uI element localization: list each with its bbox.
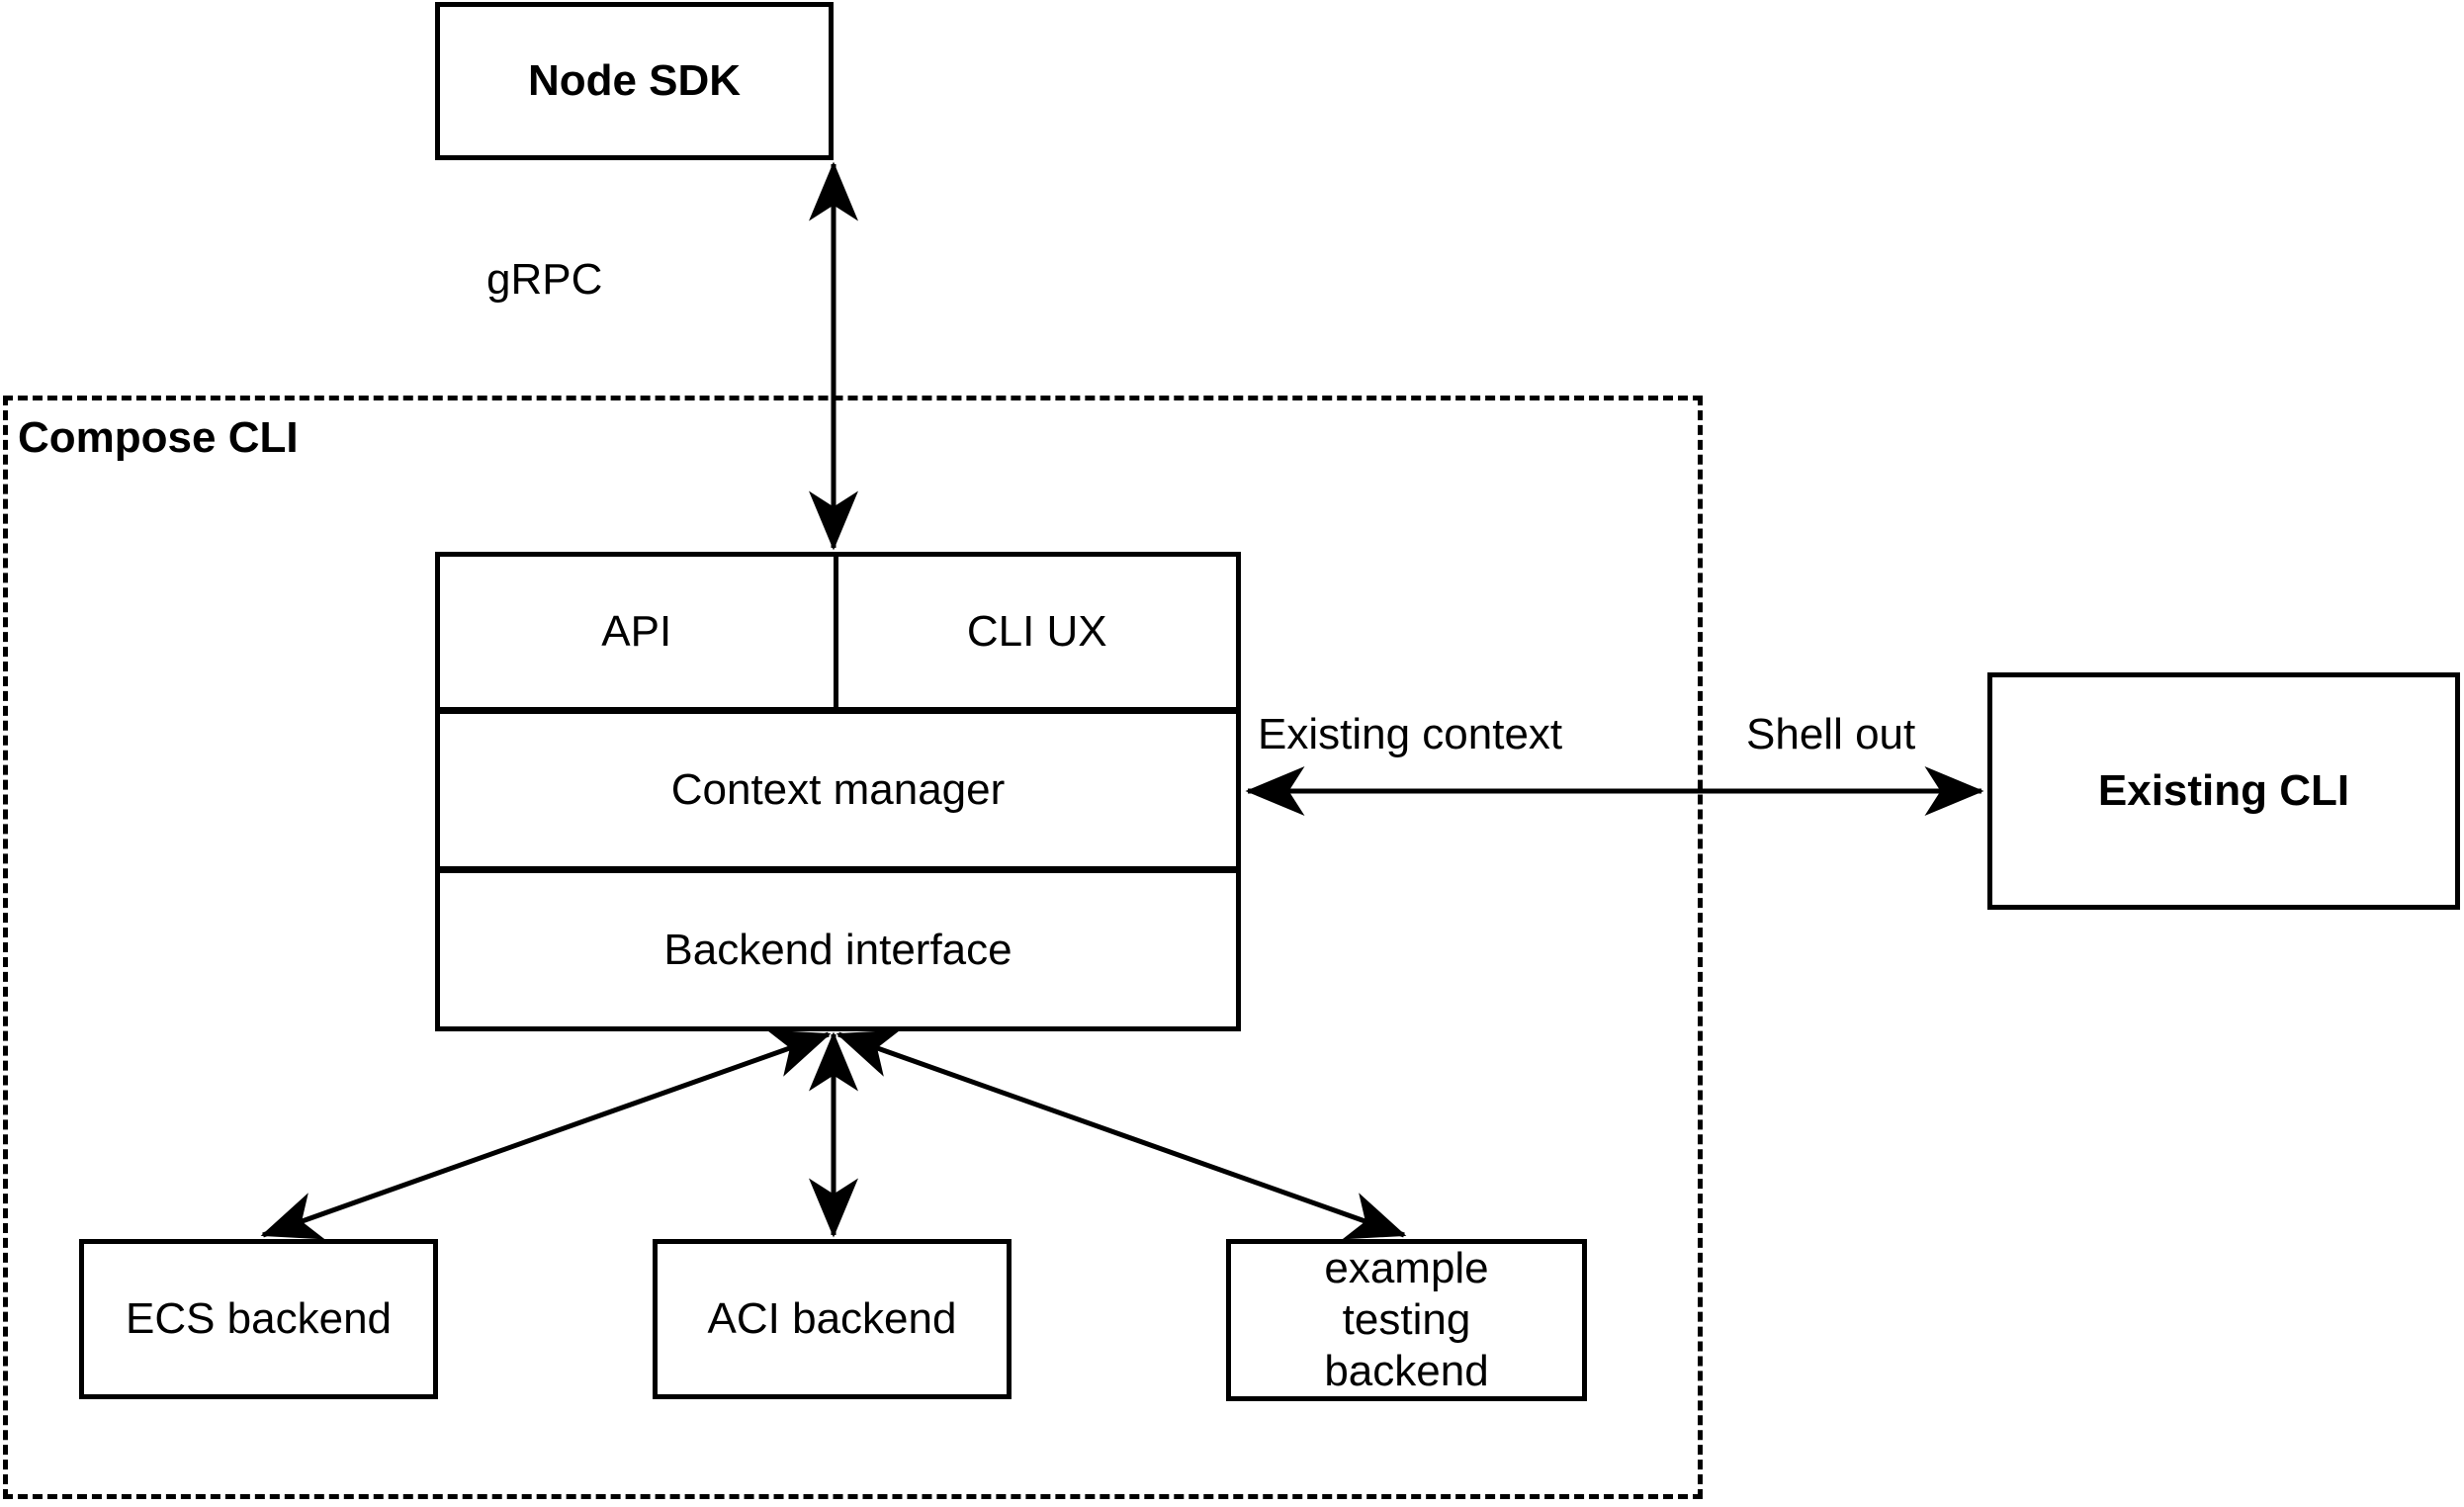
node-sdk-box[interactable]: Node SDK bbox=[435, 2, 834, 160]
api-cli-ux-row: API CLI UX bbox=[435, 552, 1241, 712]
ecs-connector bbox=[260, 1029, 832, 1240]
ecs-backend-box[interactable]: ECS backend bbox=[79, 1239, 438, 1399]
example-testing-connector bbox=[836, 1029, 1407, 1240]
compose-cli-group-label: Compose CLI bbox=[18, 413, 299, 462]
cli-ux-label: CLI UX bbox=[966, 607, 1107, 656]
example-testing-backend-label: example testing backend bbox=[1324, 1244, 1489, 1395]
api-cell[interactable]: API bbox=[440, 557, 838, 707]
context-manager-label: Context manager bbox=[670, 765, 1006, 814]
context-manager-row[interactable]: Context manager bbox=[435, 709, 1241, 871]
example-testing-backend-box[interactable]: example testing backend bbox=[1226, 1239, 1587, 1401]
ecs-backend-label: ECS backend bbox=[125, 1294, 393, 1344]
cli-ux-cell[interactable]: CLI UX bbox=[837, 557, 1236, 707]
grpc-edge-label: gRPC bbox=[486, 255, 603, 304]
backend-interface-row[interactable]: Backend interface bbox=[435, 868, 1241, 1031]
api-label: API bbox=[601, 607, 672, 656]
aci-backend-box[interactable]: ACI backend bbox=[653, 1239, 1012, 1399]
existing-cli-label: Existing CLI bbox=[2097, 766, 2350, 816]
existing-context-edge-label: Existing context bbox=[1258, 710, 1563, 758]
backend-interface-label: Backend interface bbox=[663, 925, 1012, 974]
aci-backend-label: ACI backend bbox=[707, 1294, 957, 1344]
shell-out-edge-label: Shell out bbox=[1746, 710, 1916, 758]
node-sdk-label: Node SDK bbox=[527, 56, 742, 106]
existing-cli-box[interactable]: Existing CLI bbox=[1987, 672, 2460, 910]
